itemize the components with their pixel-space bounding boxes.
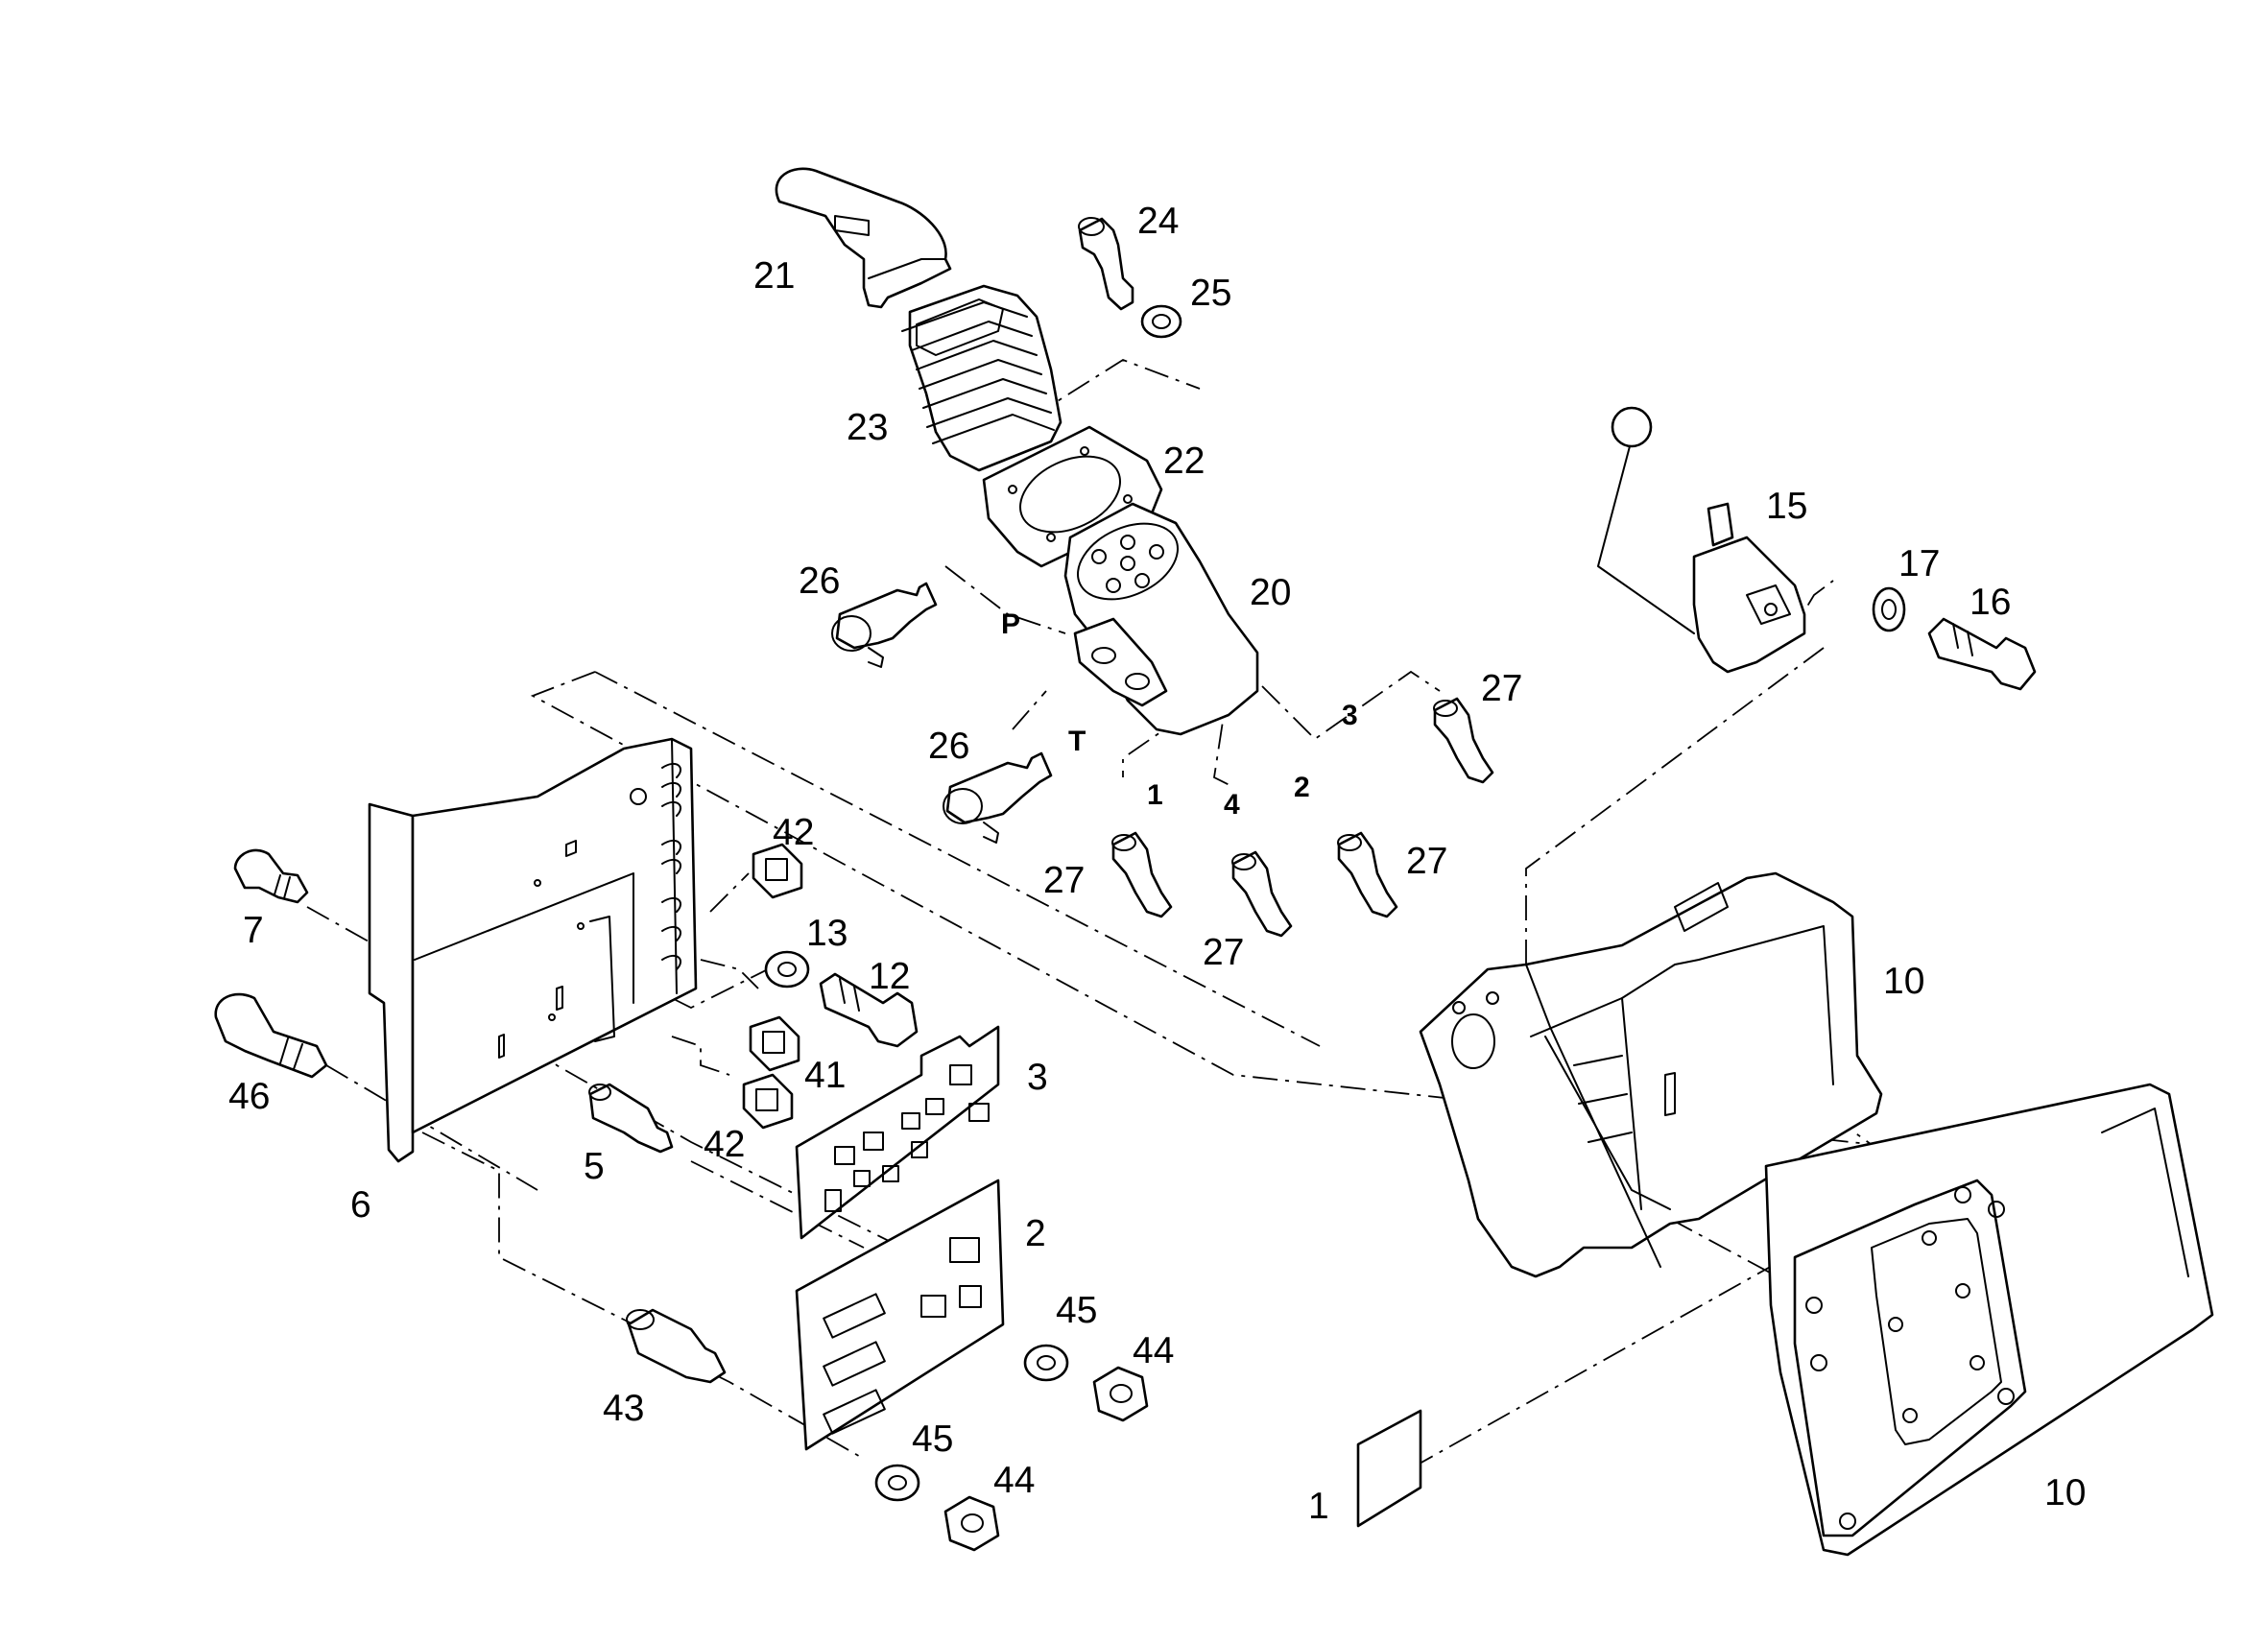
label-13: 13: [806, 913, 848, 954]
washer-17: [1872, 586, 1906, 632]
standoff-43: [626, 1308, 727, 1384]
label-41: 41: [804, 1055, 846, 1096]
bolt-12: [819, 972, 919, 1048]
mounting-bracket: [368, 737, 698, 1163]
label-22: 22: [1163, 441, 1205, 482]
gasket-plate: [982, 425, 1163, 568]
pipe-fitting-26b: [943, 751, 1053, 844]
label-25: 25: [1190, 273, 1231, 314]
cap-screw: [1078, 217, 1134, 311]
label-27c: 27: [1203, 932, 1244, 973]
label-45b: 45: [912, 1418, 953, 1460]
label-44a: 44: [1133, 1330, 1174, 1371]
label-43: 43: [603, 1388, 644, 1429]
label-27b: 27: [1043, 860, 1085, 901]
port-labels: P T 1 2 3 4: [1001, 608, 1358, 821]
cartridge-27d: [1337, 831, 1398, 918]
lever-switch: [1597, 406, 1806, 674]
label-21: 21: [753, 255, 795, 297]
label-27d: 27: [1406, 841, 1447, 882]
port-2: 2: [1294, 772, 1310, 803]
port-3: 3: [1342, 700, 1358, 731]
label-17: 17: [1898, 543, 1940, 584]
grommet-42b: [742, 1073, 794, 1130]
label-7: 7: [243, 910, 264, 951]
pipe-fitting-26a: [831, 582, 938, 668]
label-10a: 10: [1883, 961, 1924, 1002]
label-26b: 26: [928, 726, 969, 767]
standoff-5: [588, 1083, 674, 1154]
port-p: P: [1001, 608, 1020, 640]
nut-44b: [943, 1495, 1000, 1552]
grommet-41: [749, 1015, 800, 1072]
washer-25: [1140, 304, 1182, 339]
label-23: 23: [847, 407, 888, 448]
label-16: 16: [1970, 582, 2011, 623]
cartridge-27a: [1433, 697, 1494, 784]
label-5: 5: [584, 1146, 605, 1187]
port-1: 1: [1147, 779, 1163, 811]
label-26a: 26: [799, 560, 840, 602]
label-12: 12: [869, 956, 910, 997]
label-20: 20: [1250, 572, 1291, 613]
label-2: 2: [1025, 1213, 1046, 1254]
washer-45b: [874, 1464, 920, 1502]
label-42b: 42: [704, 1124, 745, 1165]
label-15: 15: [1766, 486, 1807, 527]
cover-plate: [1764, 1083, 2214, 1557]
cartridge-27c: [1231, 850, 1293, 938]
grommet-42a: [752, 843, 803, 899]
port-4: 4: [1224, 789, 1240, 821]
bolt-7: [233, 848, 309, 904]
assembly-lines: [306, 359, 1940, 1469]
washer-13: [764, 950, 810, 989]
circuit-board-2: [795, 1179, 1005, 1451]
nut-44a: [1092, 1366, 1149, 1422]
label-42a: 42: [773, 812, 814, 853]
label-45a: 45: [1056, 1290, 1097, 1331]
circuit-board-3: [795, 1025, 1000, 1240]
label-10b: 10: [2044, 1472, 2086, 1513]
washer-45a: [1023, 1344, 1069, 1382]
port-t: T: [1068, 726, 1086, 757]
bolt-46: [214, 992, 328, 1079]
bellows-boot: [901, 284, 1062, 472]
part-labels: 21 24 25 23 22 26 20 26 27 27 27 27 15 1…: [228, 201, 2086, 1527]
label-24: 24: [1137, 201, 1179, 242]
label-sticker: [1356, 1409, 1422, 1528]
label-6: 6: [350, 1184, 371, 1226]
cartridge-27b: [1111, 831, 1173, 918]
bolt-16: [1927, 617, 2037, 691]
valve-body: [1063, 502, 1259, 736]
label-46: 46: [228, 1076, 270, 1117]
label-3: 3: [1027, 1057, 1048, 1098]
grip-handle: [775, 167, 952, 309]
label-1: 1: [1308, 1486, 1329, 1527]
label-27a: 27: [1481, 668, 1522, 709]
label-44b: 44: [993, 1460, 1035, 1501]
